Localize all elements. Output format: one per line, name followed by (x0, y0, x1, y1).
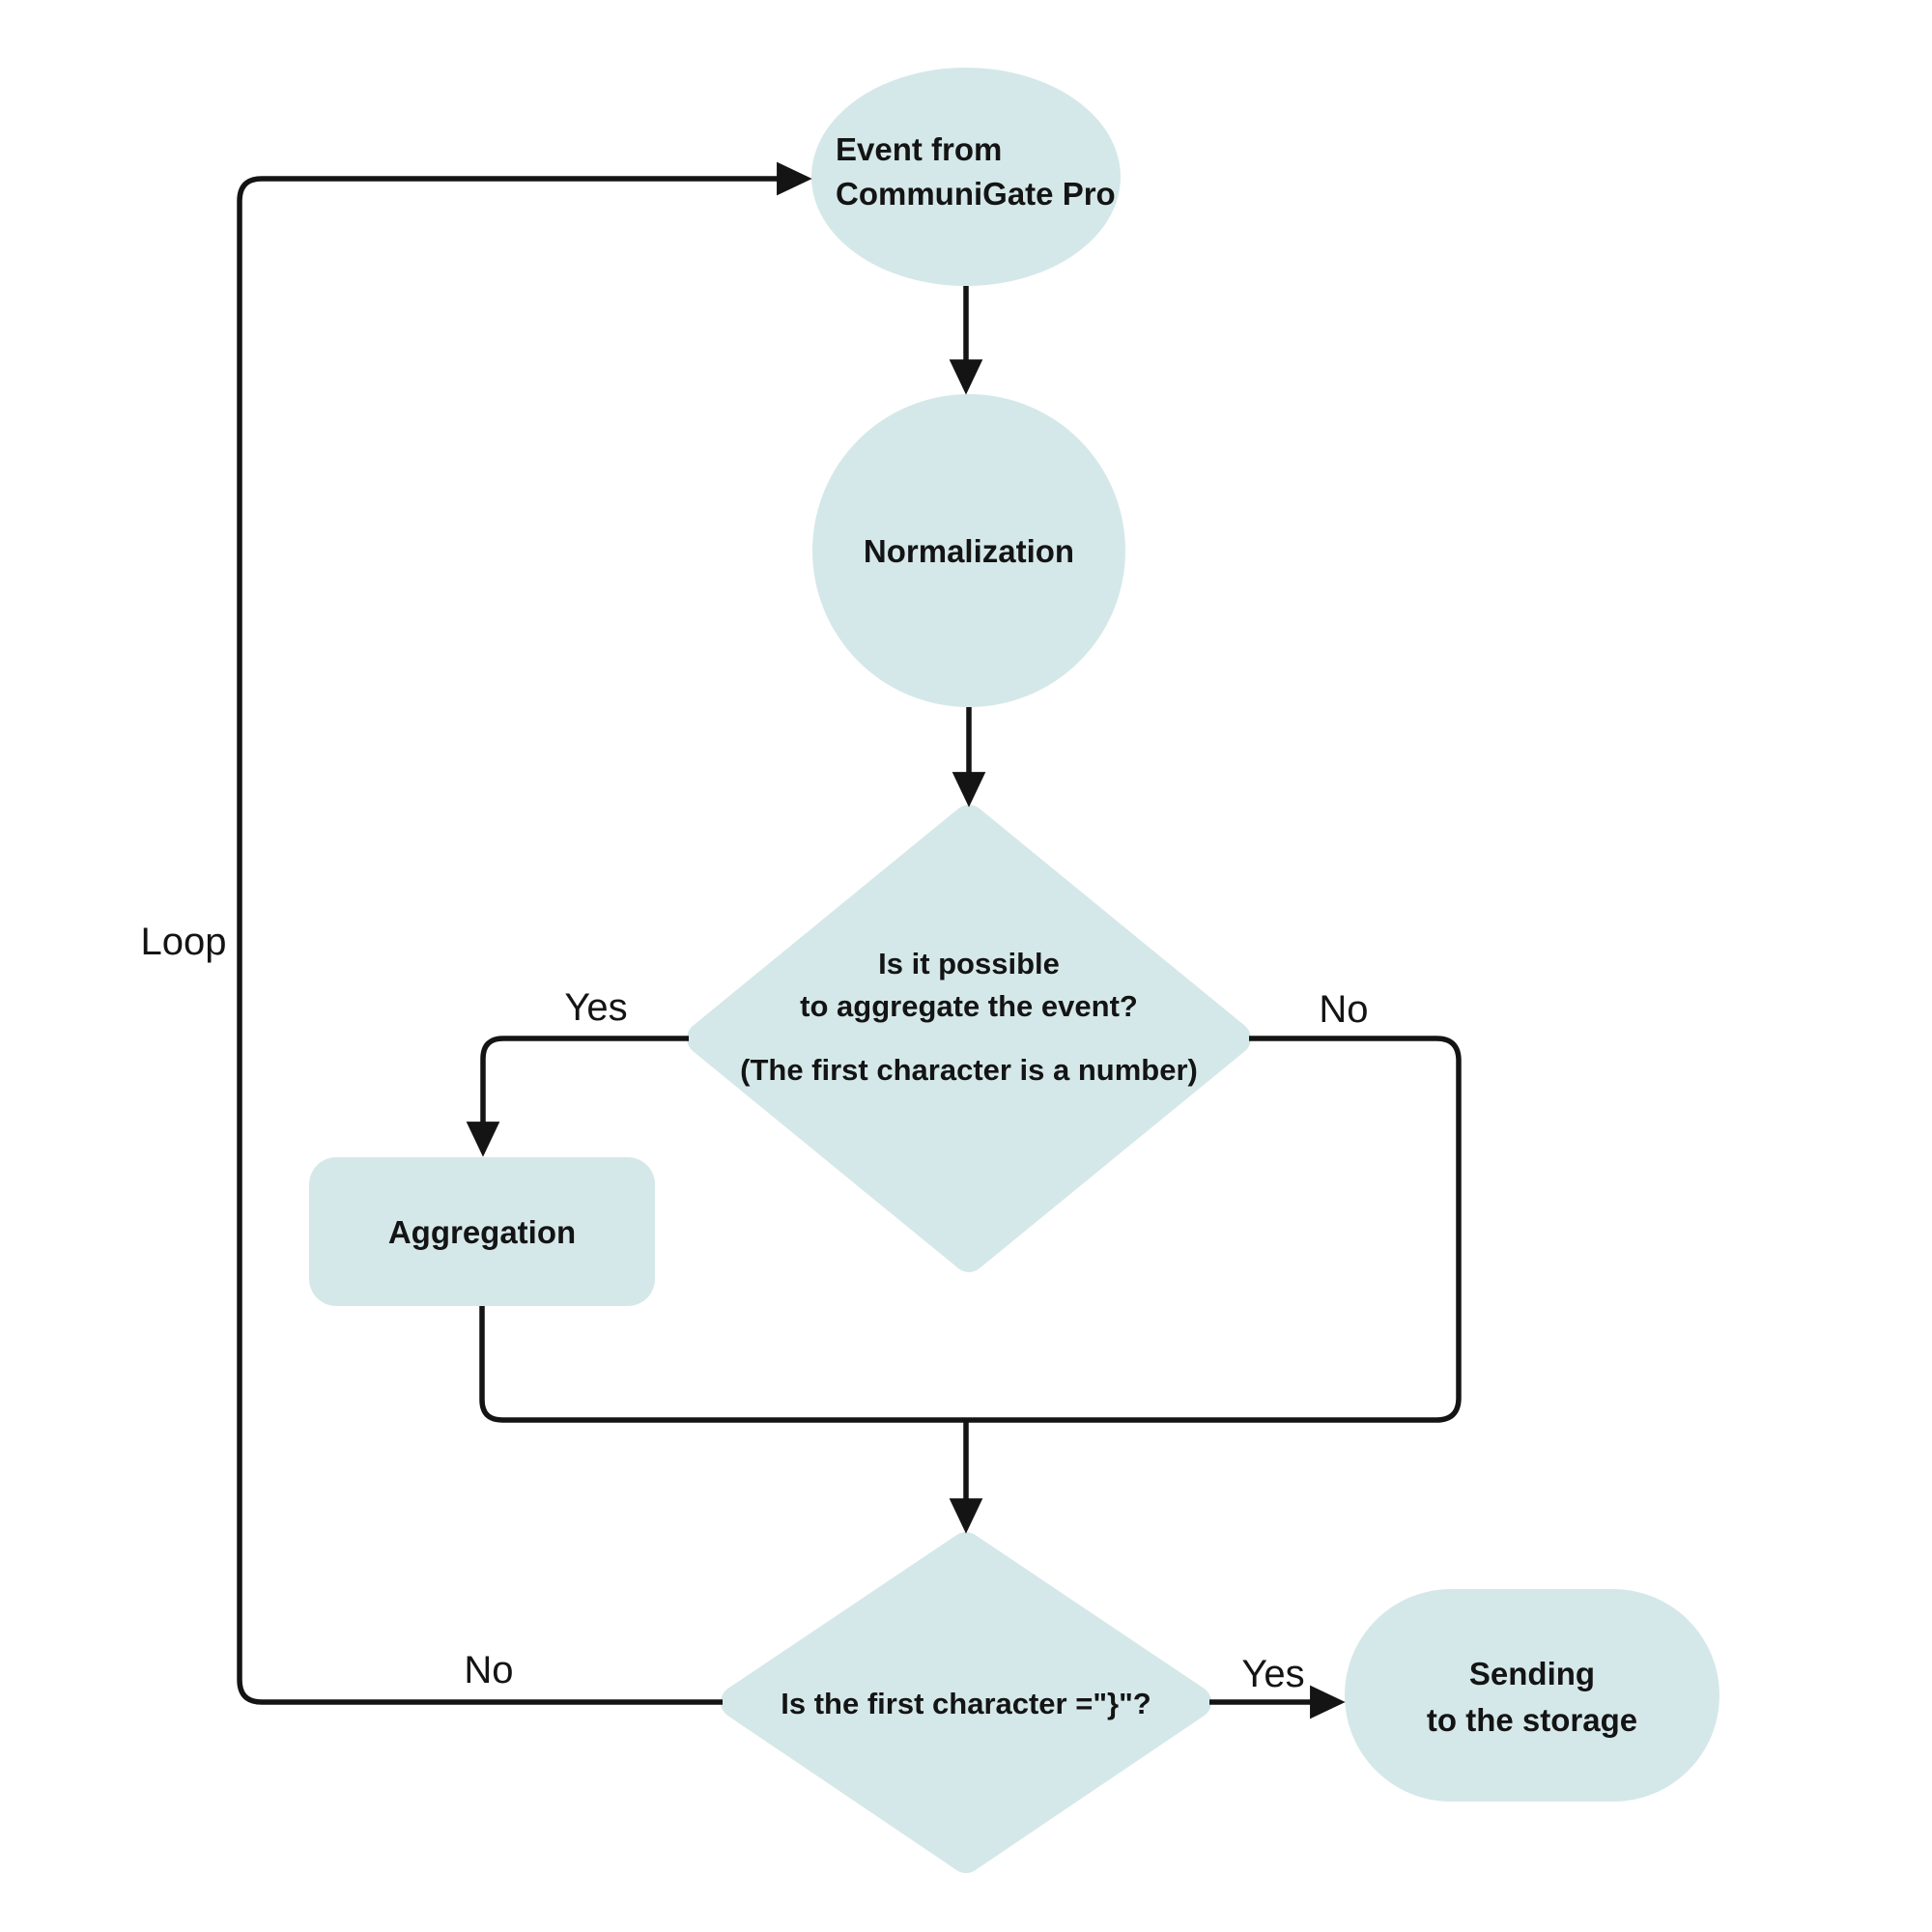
storage-label-line1: Sending (1469, 1656, 1595, 1691)
node-closing-brace-decision-diamond (721, 1532, 1211, 1873)
aggregate-decision-label-line3: (The first character is a number) (740, 1053, 1198, 1087)
node-normalization-circle (812, 394, 1125, 707)
edge-yes-to-aggregation (466, 1036, 689, 1157)
storage-label-line2: to the storage (1427, 1702, 1637, 1738)
edges-layer (237, 161, 1462, 1719)
edge-aggregation-to-merge (479, 1306, 966, 1423)
aggregate-decision-label-line1: Is it possible (878, 947, 1060, 980)
edge-label-brace-yes: Yes (1241, 1653, 1304, 1695)
event-label-line1: Event from (836, 131, 1002, 167)
aggregate-decision-label-line2: to aggregate the event? (800, 989, 1138, 1023)
closing-brace-decision-label: Is the first character ="}"? (781, 1687, 1151, 1720)
normalization-label: Normalization (864, 533, 1074, 569)
edge-no-to-merge (966, 1036, 1462, 1423)
edge-label-aggregate-no: No (1319, 988, 1368, 1031)
edge-label-aggregate-yes: Yes (564, 986, 627, 1029)
event-label-line2: CommuniGate Pro (836, 176, 1116, 212)
node-storage-stadium (1345, 1589, 1719, 1802)
aggregation-label: Aggregation (388, 1214, 576, 1250)
edge-label-loop: Loop (141, 921, 227, 963)
node-aggregate-decision-diamond (687, 805, 1251, 1272)
node-aggregation-rect (309, 1157, 655, 1306)
nodes-layer (309, 68, 1719, 1873)
edge-label-brace-no: No (464, 1649, 513, 1691)
edge-label-layer: Yes No No Yes Loop (141, 921, 1369, 1695)
node-text-layer: Event from CommuniGate Pro Normalization… (388, 131, 1637, 1738)
node-event-ellipse (811, 68, 1121, 286)
edge-loop-back-to-event (237, 161, 812, 1705)
